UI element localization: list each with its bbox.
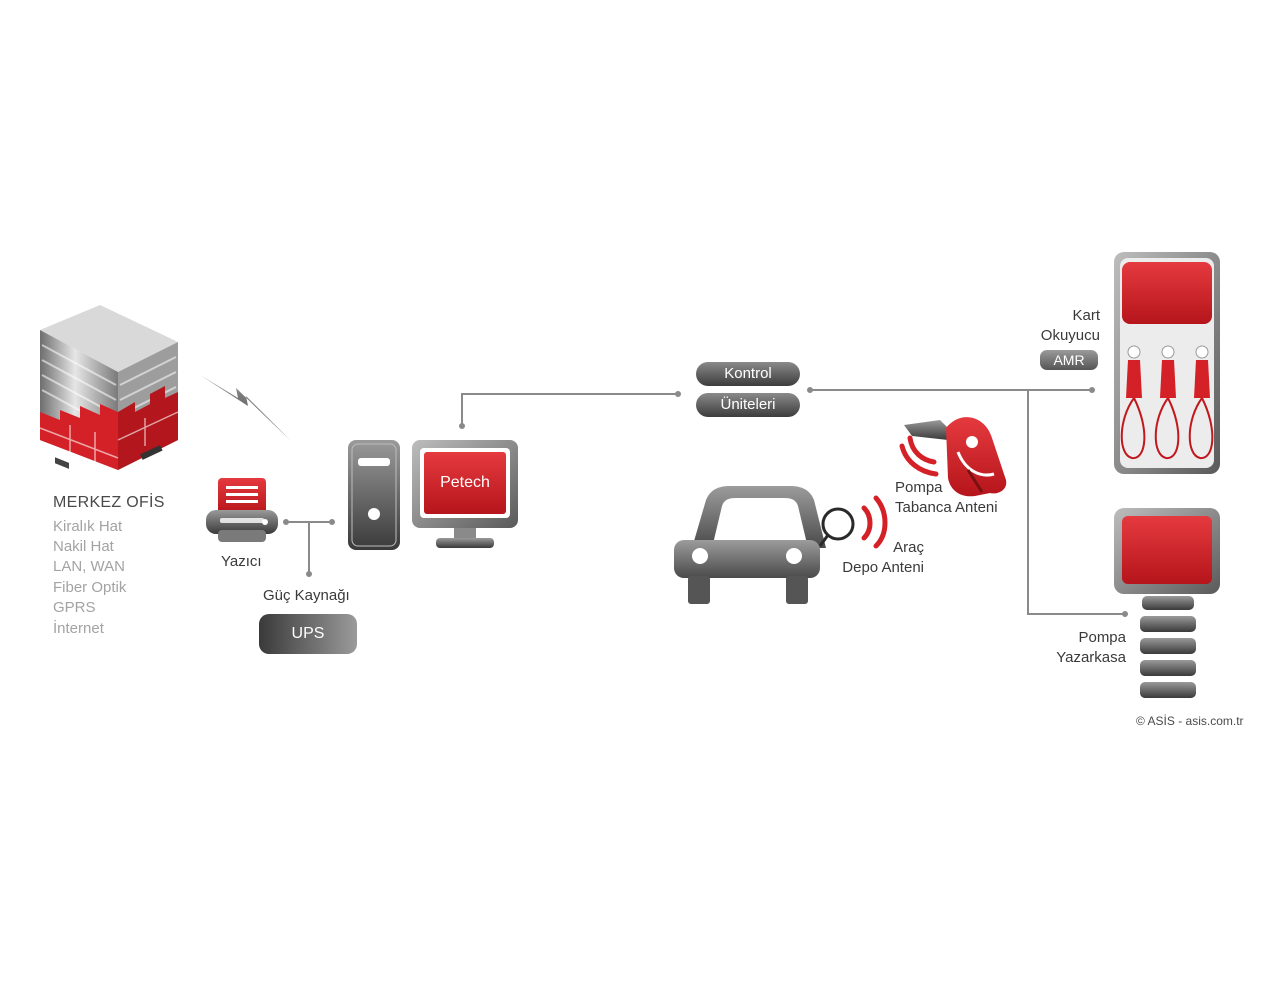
control-dispenser-connector xyxy=(810,389,1125,615)
nozzle-antenna-signal-icon xyxy=(899,435,939,477)
connection-type: Fiber Optik xyxy=(53,579,127,596)
office-building-icon xyxy=(39,305,179,470)
pump-register-label-2: Yazarkasa xyxy=(1056,649,1126,666)
connection-type: LAN, WAN xyxy=(53,558,125,575)
fuel-nozzle-icon xyxy=(904,417,1007,497)
pump-register-label-1: Pompa xyxy=(1078,629,1126,646)
monitor-icon xyxy=(412,440,518,548)
tank-antenna-signal-icon xyxy=(861,495,888,549)
monitor-control-connector xyxy=(461,393,678,426)
wireless-link-icon xyxy=(200,375,290,440)
power-supply-label: Güç Kaynağı xyxy=(263,587,350,604)
copyright-text: © ASİS - asis.com.tr xyxy=(1136,714,1244,728)
printer-power-connector xyxy=(286,521,332,574)
card-reader-label-2: Okuyucu xyxy=(1040,327,1100,344)
tank-antenna-label-2: Depo Anteni xyxy=(842,559,924,576)
tank-antenna-icon xyxy=(818,507,855,547)
fuel-dispenser-icon xyxy=(1114,252,1220,474)
pump-register-icon xyxy=(1114,508,1220,698)
control-units-line1: Kontrol xyxy=(696,362,800,386)
office-title: MERKEZ OFİS xyxy=(53,494,165,511)
pump-antenna-label-1: Pompa xyxy=(895,479,943,496)
control-units-line2: Üniteleri xyxy=(696,393,800,417)
monitor-screen-label: Petech xyxy=(440,474,490,491)
car-icon xyxy=(674,486,826,604)
connection-type: GPRS xyxy=(53,599,96,616)
card-reader-label-1: Kart xyxy=(1072,307,1100,324)
connection-type: Nakil Hat xyxy=(53,538,114,555)
computer-tower-icon xyxy=(348,440,400,550)
tank-antenna-label-1: Araç xyxy=(893,539,924,556)
amr-badge: AMR xyxy=(1040,350,1098,370)
connection-type: Kiralık Hat xyxy=(53,518,123,535)
pump-antenna-label-2: Tabanca Anteni xyxy=(895,499,998,516)
connection-type: İnternet xyxy=(53,620,104,637)
printer-icon xyxy=(206,478,278,542)
printer-label: Yazıcı xyxy=(221,553,262,570)
ups-badge: UPS xyxy=(259,614,357,654)
